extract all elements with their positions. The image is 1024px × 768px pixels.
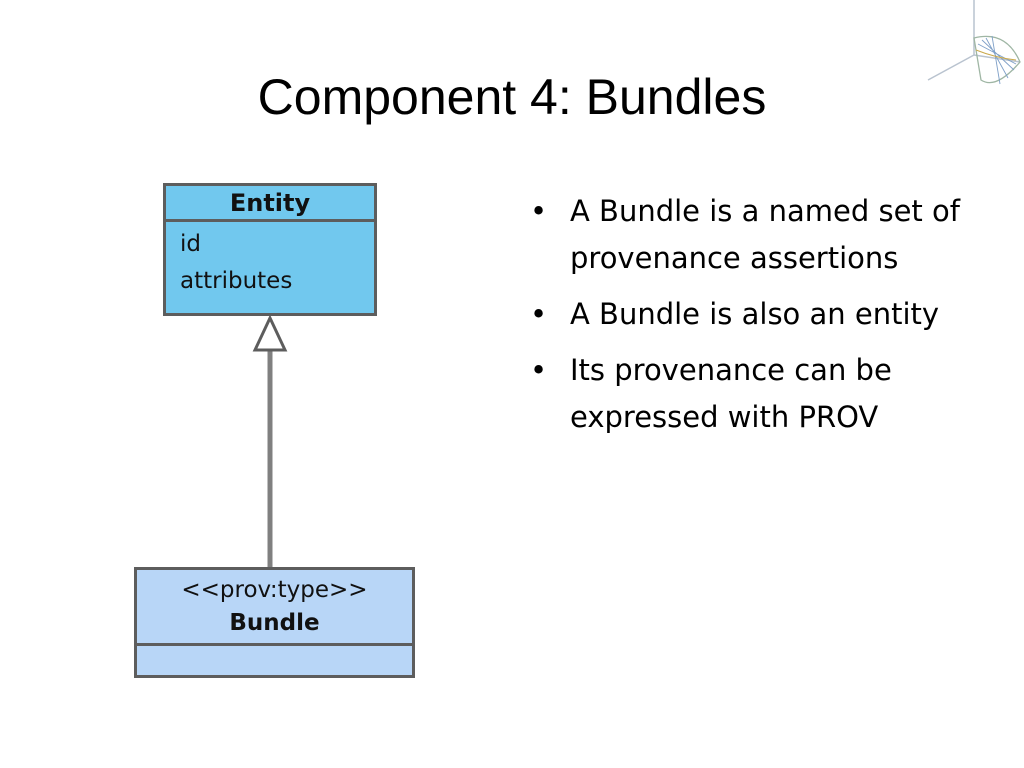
bullet-list: • A Bundle is a named set of provenance a… bbox=[530, 188, 1000, 450]
bullet-item: • A Bundle is also an entity bbox=[530, 291, 1000, 338]
bullet-item: • Its provenance can be expressed with PR… bbox=[530, 347, 1000, 441]
network-logo-icon bbox=[927, 0, 1021, 85]
generalization-arrowhead bbox=[252, 314, 288, 352]
entity-attribute-attributes: attributes bbox=[180, 268, 293, 294]
bullet-glyph: • bbox=[530, 194, 548, 228]
bullet-item: • A Bundle is a named set of provenance a… bbox=[530, 188, 1000, 282]
bullet-text: A Bundle is also an entity bbox=[570, 297, 940, 331]
bullet-glyph: • bbox=[530, 297, 548, 331]
entity-attribute-id: id bbox=[180, 231, 201, 257]
bullet-text: Its provenance can be expressed with PRO… bbox=[570, 353, 892, 434]
bundle-stereotype: <<prov:type>> bbox=[181, 577, 368, 603]
bundle-class-name: Bundle bbox=[229, 610, 320, 636]
bundle-class-header: <<prov:type>> Bundle bbox=[137, 570, 412, 646]
bullet-text: A Bundle is a named set of provenance as… bbox=[570, 194, 960, 275]
entity-attributes: id attributes bbox=[166, 226, 374, 300]
entity-class-name: Entity bbox=[166, 186, 374, 222]
bullet-glyph: • bbox=[530, 353, 548, 387]
bundle-class-box: <<prov:type>> Bundle bbox=[134, 567, 415, 678]
slide-title: Component 4: Bundles bbox=[257, 69, 767, 125]
entity-class-box: Entity id attributes bbox=[163, 183, 377, 316]
